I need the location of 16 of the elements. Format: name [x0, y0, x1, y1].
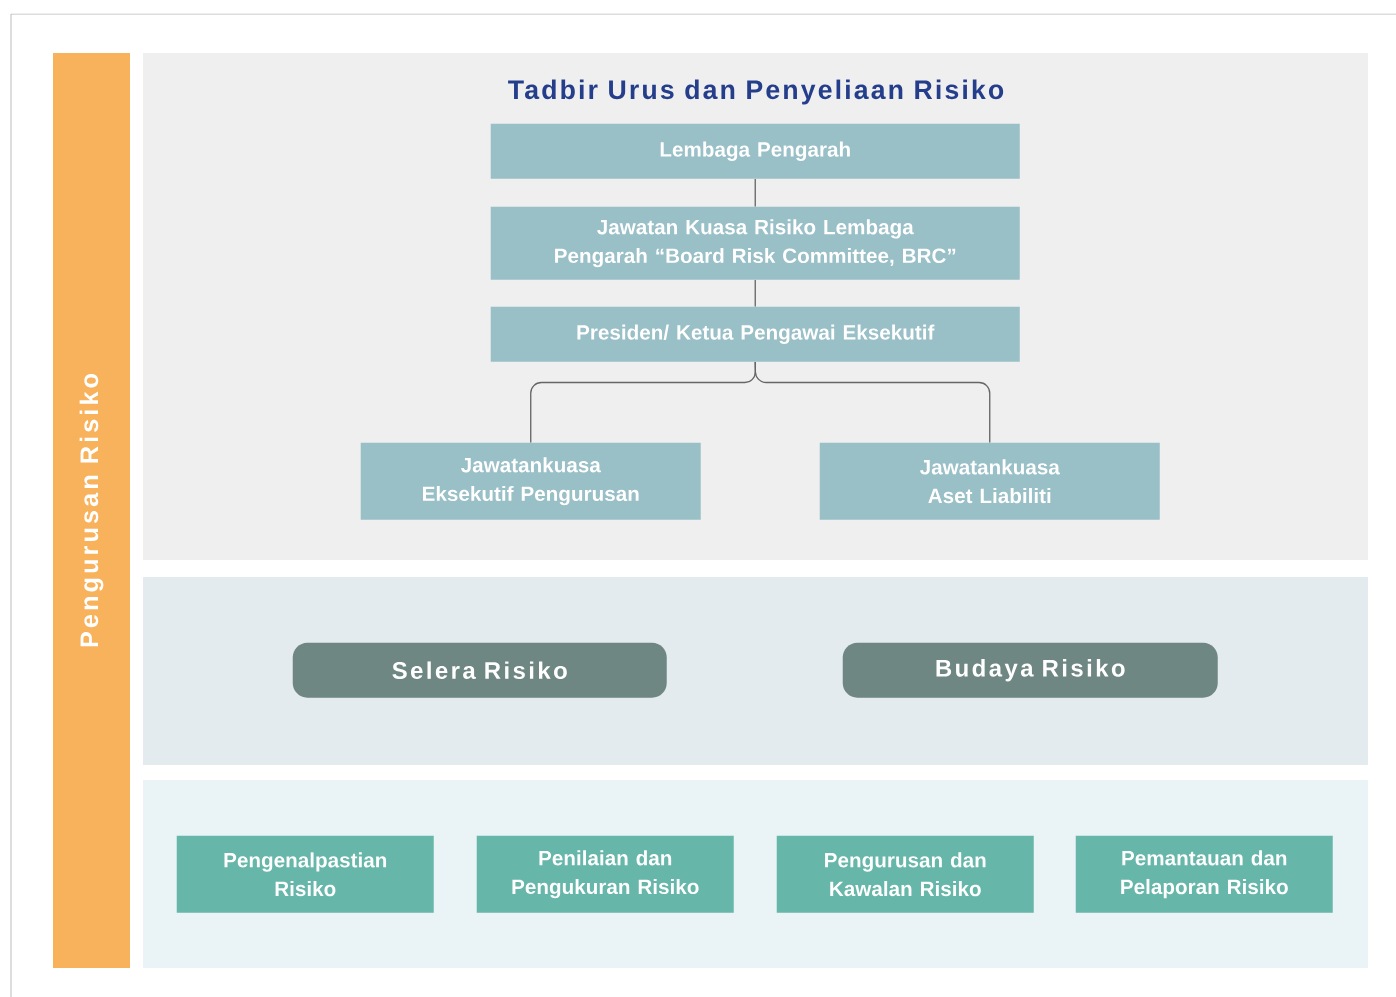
pill-box: Selera Risiko	[292, 642, 667, 698]
process-box: Penilaian dan Pengukuran Risiko	[476, 835, 734, 913]
panel-heading: Tadbir Urus dan Penyeliaan Risiko	[508, 79, 1004, 105]
org-box: Jawatankuasa Eksekutif Pengurusan	[360, 442, 701, 520]
org-box: Jawatan Kuasa Risiko Lembaga Pengarah “Board Risk Committee, BRC”	[490, 206, 1020, 280]
side-band: Pengurusan Risiko	[53, 53, 130, 968]
process-box: Pemantauan dan Pelaporan Risiko	[1075, 835, 1333, 913]
connector-line	[754, 361, 991, 444]
org-box: Jawatankuasa Aset Liabiliti	[819, 442, 1160, 520]
org-box: Presiden/ Ketua Pengawai Eksekutif	[490, 306, 1020, 362]
org-box: Lembaga Pengarah	[490, 123, 1020, 179]
connector-line	[754, 279, 756, 308]
pill-box: Budaya Risiko	[842, 642, 1218, 698]
process-box: Pengenalpastian Risiko	[176, 835, 434, 913]
connector-line	[754, 178, 756, 208]
process-box: Pengurusan dan Kawalan Risiko	[776, 835, 1034, 913]
